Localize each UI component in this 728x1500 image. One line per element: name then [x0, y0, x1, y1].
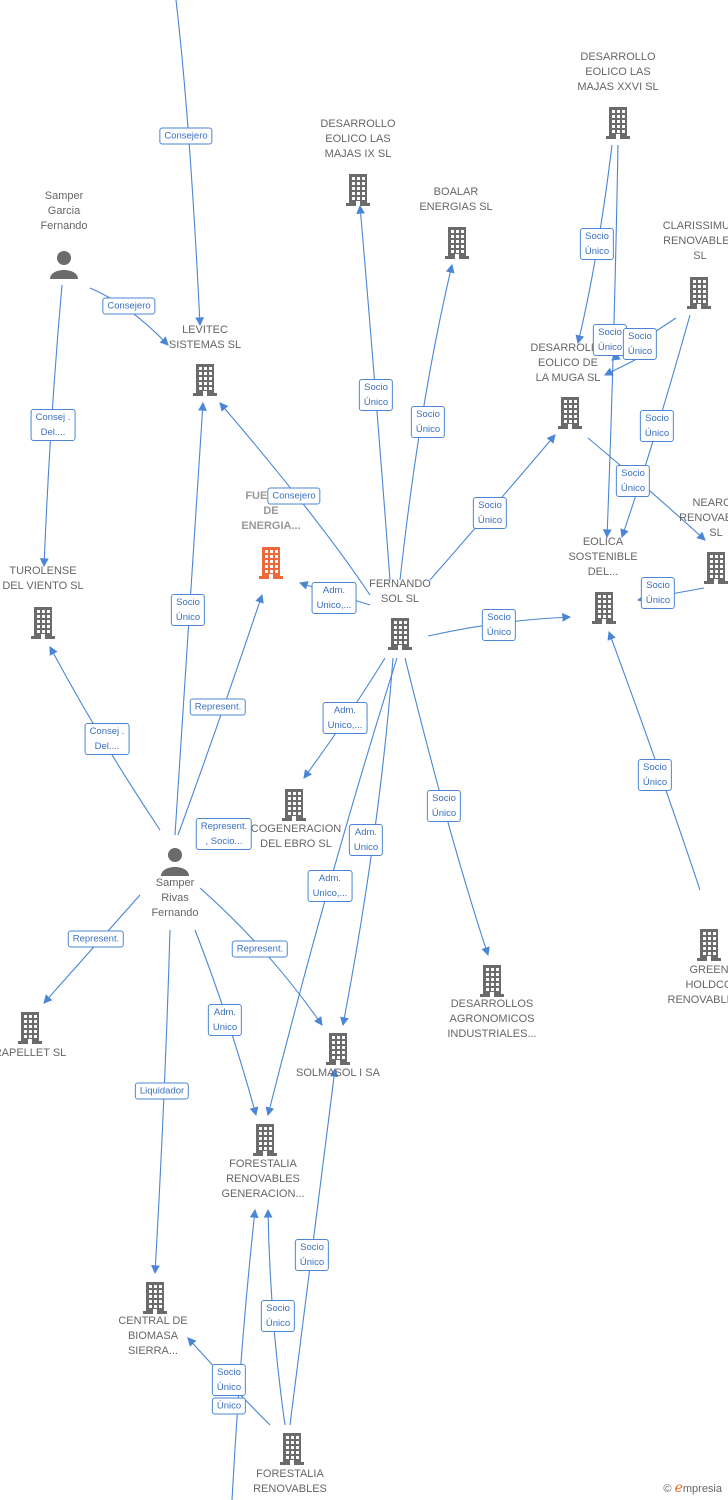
relationship-label[interactable]: Socio Único: [170, 594, 206, 626]
node-label: BOALAR ENERGIAS SL: [419, 186, 493, 213]
relationship-label[interactable]: Represent.: [67, 930, 125, 948]
building-icon: [687, 277, 711, 309]
relationship-label[interactable]: Socio Único: [481, 609, 517, 641]
relationship-label[interactable]: Consej . Del....: [84, 723, 130, 755]
relationship-label[interactable]: Socio Único: [592, 324, 628, 356]
node-label: Samper Rivas Fernando: [151, 877, 199, 919]
relationship-edge: [43, 894, 141, 1004]
relationship-label[interactable]: Consejero: [267, 487, 321, 505]
relationship-label[interactable]: Socio Único: [637, 759, 673, 791]
relationship-label[interactable]: Consejero: [102, 297, 156, 315]
building-icon: [480, 965, 504, 997]
brand-logo-text: mpresia: [682, 1483, 722, 1495]
node-label: FORESTALIA RENOVABLES: [253, 1468, 327, 1495]
relationship-label[interactable]: Socio Único: [426, 790, 462, 822]
building-icon: [259, 547, 283, 579]
relationship-label[interactable]: Adm. Unico: [348, 824, 384, 856]
building-icon: [346, 174, 370, 206]
node-label: COGENERACION DEL EBRO SL: [250, 823, 342, 850]
relationship-edge: [604, 359, 636, 376]
node-label: DESARROLLO EOLICO LAS MAJAS XXVI SL: [577, 51, 659, 93]
node-label: GREEN HOLDCO RENOVABLES...: [667, 964, 728, 1006]
relationship-edge: [231, 1208, 259, 1500]
node-label: FORESTALIA RENOVABLES GENERACION...: [221, 1158, 305, 1200]
relationship-label[interactable]: Represent. , Socio...: [195, 818, 253, 850]
relationship-label[interactable]: Adm. Unico,...: [311, 582, 357, 614]
building-icon: [326, 1033, 350, 1065]
relationship-label[interactable]: Socio Único: [358, 379, 394, 411]
relationship-label[interactable]: Único: [211, 1397, 247, 1415]
brand-logo-initial: e: [674, 1480, 683, 1496]
node-label: SOLMASOL I SA: [296, 1067, 380, 1079]
node-label: CENTRAL DE BIOMASA SIERRA...: [118, 1315, 188, 1357]
building-icon: [280, 1433, 304, 1465]
relationship-label[interactable]: Consej . Del....: [30, 409, 76, 441]
node-label: EOLICA SOSTENIBLE DEL...: [568, 536, 638, 578]
relationship-label[interactable]: Represent.: [189, 698, 247, 716]
relationship-label[interactable]: Socio Único: [640, 577, 676, 609]
building-icon: [193, 364, 217, 396]
relationship-label[interactable]: Socio Único: [260, 1300, 296, 1332]
building-icon: [388, 618, 412, 650]
person-icon: [50, 251, 78, 279]
relationship-label[interactable]: Represent.: [231, 940, 289, 958]
node-label: DESARROLLOS AGRONOMICOS INDUSTRIALES...: [447, 998, 537, 1040]
relationship-edge: [175, 0, 205, 327]
building-icon: [558, 397, 582, 429]
empresia-brand[interactable]: © empresia: [663, 1480, 722, 1496]
node-label: LEVITEC SISTEMAS SL: [168, 324, 242, 351]
building-icon: [31, 607, 55, 639]
building-icon: [253, 1124, 277, 1156]
relationship-label[interactable]: Socio Único: [410, 406, 446, 438]
relationship-label[interactable]: Adm. Unico,...: [307, 870, 353, 902]
relationship-label[interactable]: Liquidador: [134, 1082, 190, 1100]
node-label: CLARISSIMUS RENOVABLES SL: [662, 220, 728, 262]
relationship-label[interactable]: Socio Único: [615, 465, 651, 497]
node-label: Samper Garcia Fernando: [40, 190, 88, 232]
building-icon: [282, 789, 306, 821]
relationship-label[interactable]: Socio Único: [622, 328, 658, 360]
node-label: FERNANDO SOL SL: [369, 578, 431, 605]
relationship-edge: [219, 402, 371, 596]
relationship-label[interactable]: Adm. Unico: [207, 1004, 243, 1036]
relationship-label[interactable]: Adm. Unico,...: [322, 702, 368, 734]
relationship-edge: [177, 593, 264, 836]
relationship-edge: [404, 657, 490, 957]
building-icon: [697, 929, 721, 961]
node-label: NEARCO RENOVABLES SL: [679, 497, 728, 539]
building-icon: [704, 552, 728, 584]
node-label: DESARROLLO EOLICO DE LA MUGA SL: [530, 342, 606, 384]
node-label: DESARROLLO EOLICO LAS MAJAS IX SL: [320, 118, 396, 160]
building-icon: [18, 1012, 42, 1044]
building-icon: [592, 592, 616, 624]
relationship-edge: [151, 929, 171, 1275]
relationship-label[interactable]: Consejero: [159, 127, 213, 145]
building-icon: [143, 1282, 167, 1314]
copyright-symbol: ©: [663, 1483, 672, 1495]
building-icon: [606, 107, 630, 139]
relationship-label[interactable]: Socio Único: [294, 1239, 330, 1271]
person-icon: [161, 848, 189, 876]
relationship-label[interactable]: Socio Único: [211, 1364, 247, 1396]
relationship-label[interactable]: Socio Único: [639, 410, 675, 442]
node-label: RAPELLET SL: [0, 1047, 67, 1059]
building-icon: [445, 227, 469, 259]
relationship-label[interactable]: Socio Único: [472, 497, 508, 529]
node-label: TUROLENSE DEL VIENTO SL: [2, 565, 84, 592]
relationship-label[interactable]: Socio Único: [579, 228, 615, 260]
